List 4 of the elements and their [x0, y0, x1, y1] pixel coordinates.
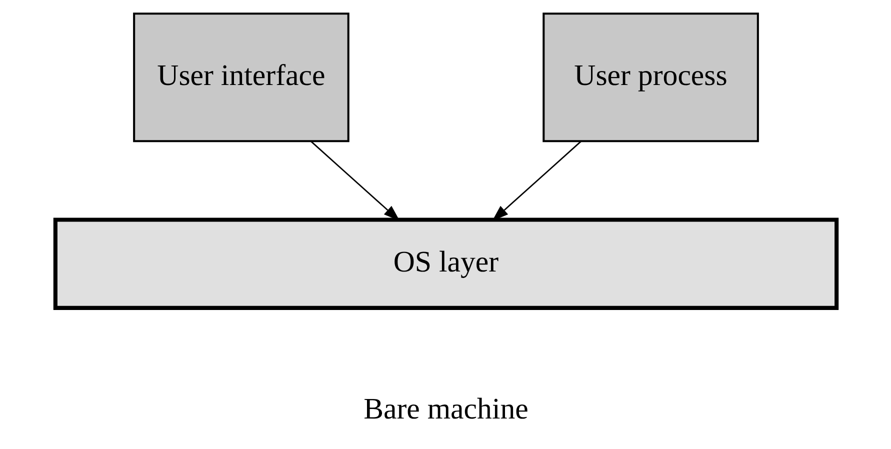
node-box: User process	[542, 12, 758, 142]
node-box: User interface	[132, 12, 349, 142]
label: Bare machine	[363, 392, 528, 426]
node-box: OS layer	[52, 218, 838, 310]
